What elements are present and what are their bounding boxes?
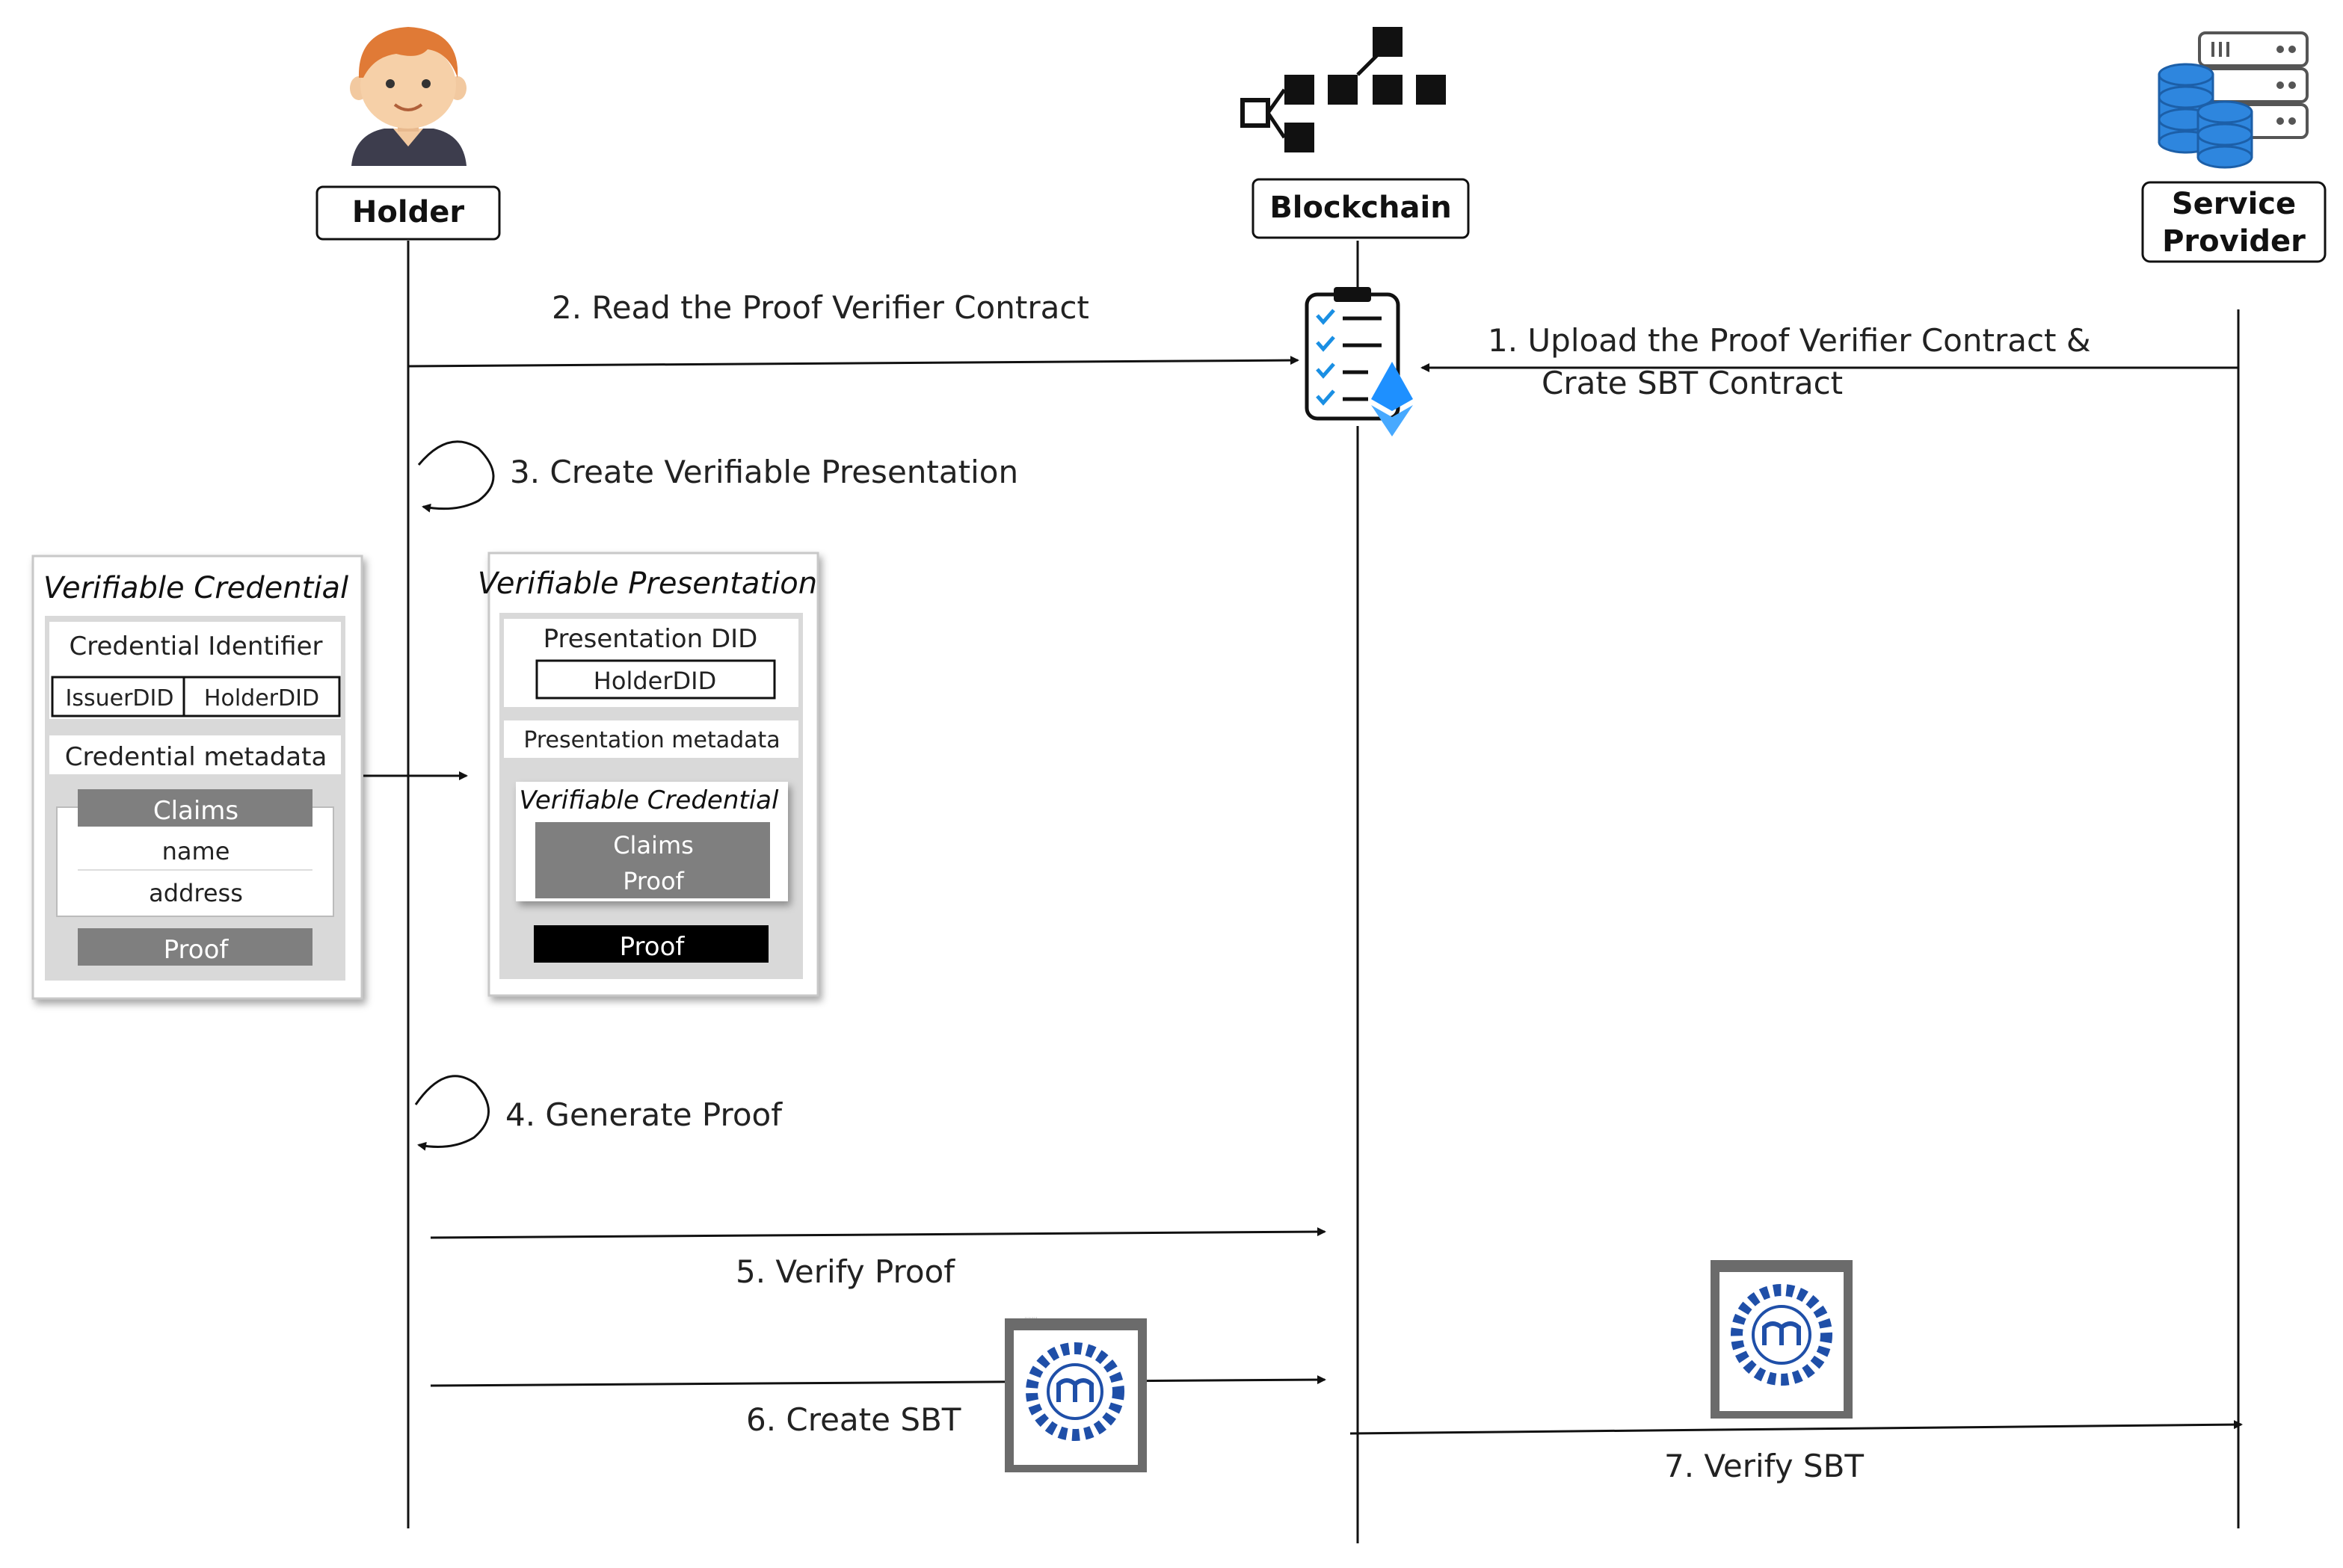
vp-presentation-did: Presentation DID bbox=[544, 624, 758, 654]
step2-arrow bbox=[407, 356, 1299, 368]
step5-label: 5. Verify Proof bbox=[736, 1253, 955, 1290]
service-provider-label-line1: Service bbox=[2172, 187, 2296, 221]
vp-inner-proof: Proof bbox=[623, 867, 684, 895]
vc-title: Verifiable Credential bbox=[43, 571, 348, 605]
step4-label: 4. Generate Proof bbox=[505, 1096, 783, 1133]
vp-inner-claims: Claims bbox=[613, 831, 694, 859]
step2-label: 2. Read the Proof Verifier Contract bbox=[552, 289, 1089, 326]
vp-title: Verifiable Presentation bbox=[478, 567, 817, 601]
step6-arrow bbox=[430, 1375, 1326, 1387]
vc-holder-did: HolderDID bbox=[204, 685, 319, 712]
vp-metadata: Presentation metadata bbox=[523, 727, 780, 753]
step3-label: 3. Create Verifiable Presentation bbox=[510, 454, 1018, 490]
service-provider-label-box: Service Provider bbox=[2141, 181, 2327, 263]
ethereum-icon bbox=[1371, 362, 1413, 436]
sbt-token-icon-verified bbox=[1711, 1260, 1853, 1419]
vc-claim-address: address bbox=[149, 879, 243, 907]
step1-label-line1: 1. Upload the Proof Verifier Contract & bbox=[1488, 322, 2091, 359]
holder-avatar-icon bbox=[350, 27, 467, 166]
step4-self-loop-arrow bbox=[414, 1075, 490, 1151]
vc-claims-header: Claims bbox=[153, 796, 238, 826]
vc-identifier: Credential Identifier bbox=[70, 632, 323, 661]
verifiable-presentation-card: Verifiable Presentation Presentation DID… bbox=[478, 552, 819, 997]
blockchain-icon bbox=[1240, 27, 1446, 152]
vc-proof: Proof bbox=[164, 935, 230, 965]
vc-claim-name: name bbox=[162, 837, 230, 865]
smart-contract-clipboard-icon bbox=[1305, 287, 1400, 421]
vp-proof: Proof bbox=[620, 932, 686, 962]
blockchain-label-box: Blockchain bbox=[1251, 178, 1470, 239]
step3-self-loop-arrow bbox=[417, 440, 495, 513]
step7-arrow bbox=[1349, 1420, 2243, 1435]
blockchain-label: Blockchain bbox=[1269, 191, 1451, 225]
holder-label: Holder bbox=[352, 195, 464, 229]
holder-label-box: Holder bbox=[315, 185, 501, 241]
vc-metadata: Credential metadata bbox=[65, 742, 327, 772]
sbt-token-icon: ······· bbox=[1005, 1315, 1147, 1472]
vp-holder-did: HolderDID bbox=[594, 667, 716, 695]
server-database-icon bbox=[2158, 31, 2309, 169]
step6-label: 6. Create SBT bbox=[746, 1401, 961, 1438]
vc-issuer-did: IssuerDID bbox=[66, 685, 174, 712]
step5-arrow bbox=[430, 1227, 1326, 1239]
svg-text:·······: ······· bbox=[1024, 1315, 1038, 1321]
verifiable-credential-card: Verifiable Credential Credential Identif… bbox=[31, 555, 363, 1000]
vp-inner-vc-title: Verifiable Credential bbox=[520, 785, 779, 815]
step1-label-line2: Crate SBT Contract bbox=[1542, 365, 1843, 401]
service-provider-label-line2: Provider bbox=[2162, 224, 2306, 259]
step7-label: 7. Verify SBT bbox=[1664, 1448, 1864, 1484]
